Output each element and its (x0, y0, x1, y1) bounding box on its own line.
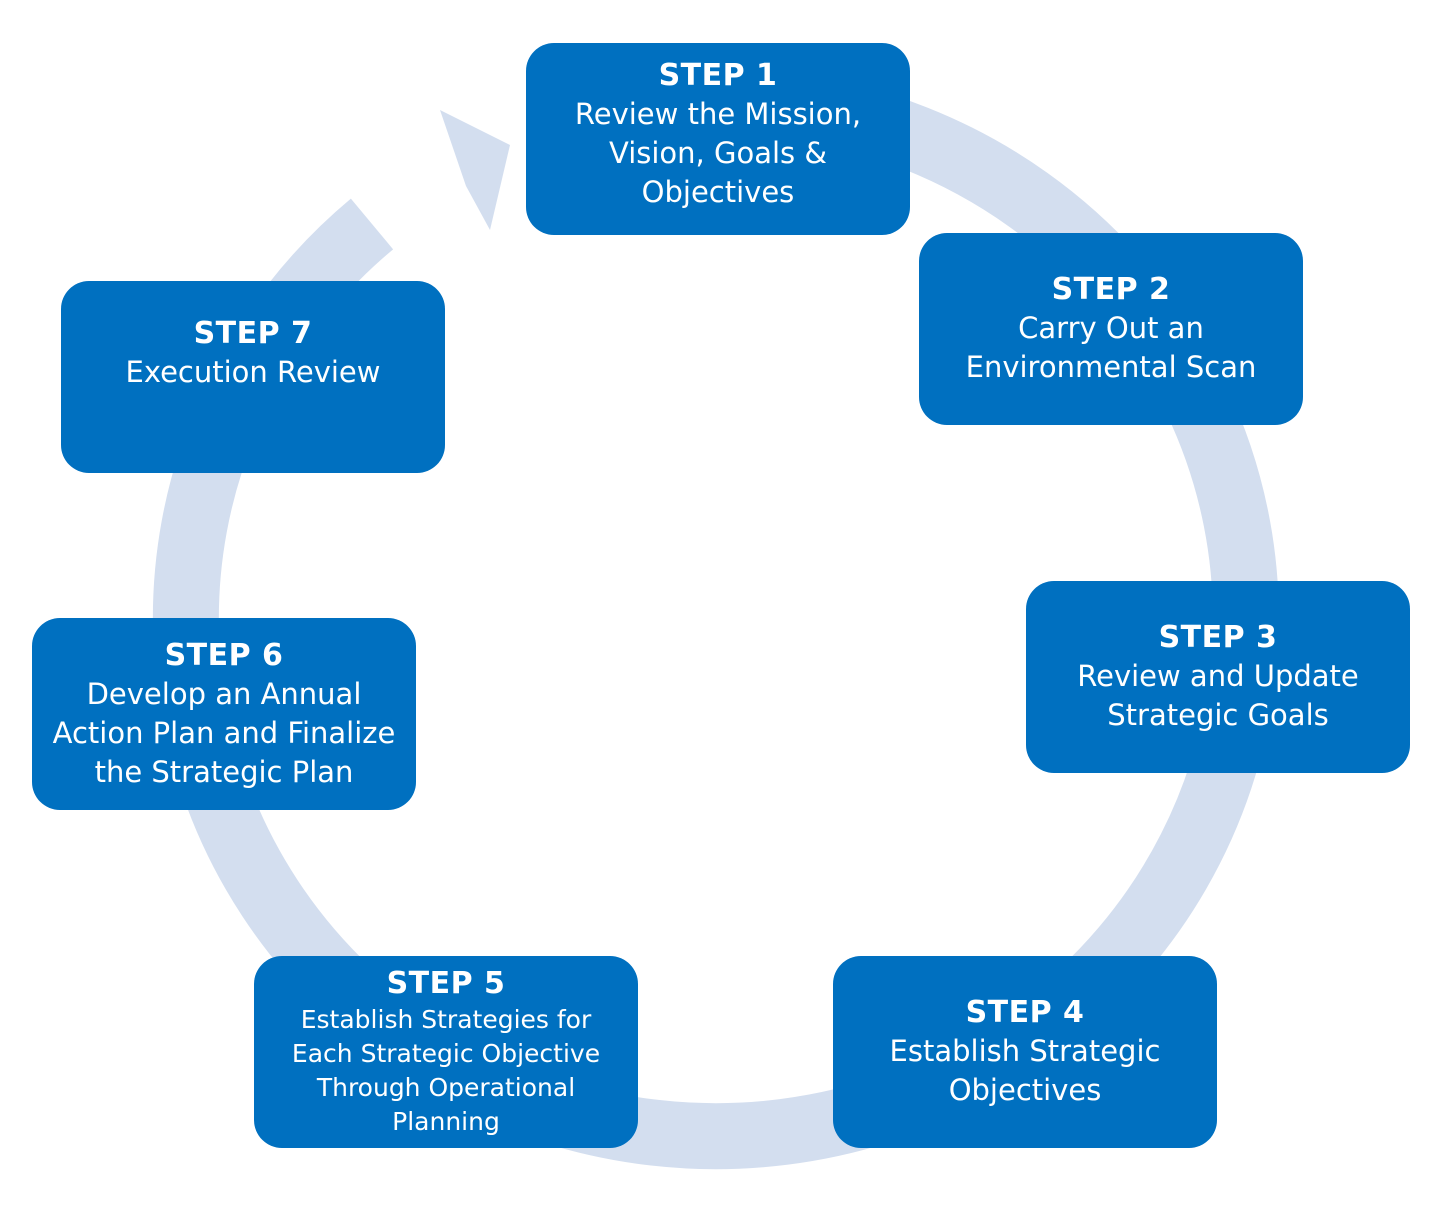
step-3-text: Review and Update Strategic Goals (1077, 659, 1359, 732)
step-1-text: Review the Mission, Vision, Goals & Obje… (574, 97, 862, 209)
step-3-box: STEP 3 Review and Update Strategic Goals (1026, 581, 1410, 773)
step-5-box: STEP 5 Establish Strategies for Each Str… (254, 956, 638, 1148)
step-7-box: STEP 7 Execution Review (61, 281, 445, 473)
step-6-number: STEP 6 (164, 637, 284, 673)
step-5-text: Establish Strategies for Each Strategic … (291, 1005, 601, 1136)
step-2-number: STEP 2 (1051, 272, 1171, 307)
step-5-number: STEP 5 (386, 966, 506, 1001)
step-2-box: STEP 2 Carry Out an Environmental Scan (919, 233, 1303, 425)
step-4-box: STEP 4 Establish Strategic Objectives (833, 956, 1217, 1148)
step-4-number: STEP 4 (965, 995, 1085, 1030)
step-4-text: Establish Strategic Objectives (889, 1034, 1161, 1107)
step-3-number: STEP 3 (1158, 620, 1278, 655)
step-7-number: STEP 7 (193, 316, 313, 351)
step-6-text: Develop an Annual Action Plan and Finali… (52, 676, 396, 789)
step-6-box: STEP 6 Develop an Annual Action Plan and… (32, 618, 416, 810)
step-2-text: Carry Out an Environmental Scan (965, 311, 1257, 384)
cycle-arrowhead-icon (440, 110, 510, 230)
step-1-box: STEP 1 Review the Mission, Vision, Goals… (526, 43, 910, 235)
step-1-number: STEP 1 (658, 58, 778, 93)
step-7-text: Execution Review (125, 355, 381, 389)
